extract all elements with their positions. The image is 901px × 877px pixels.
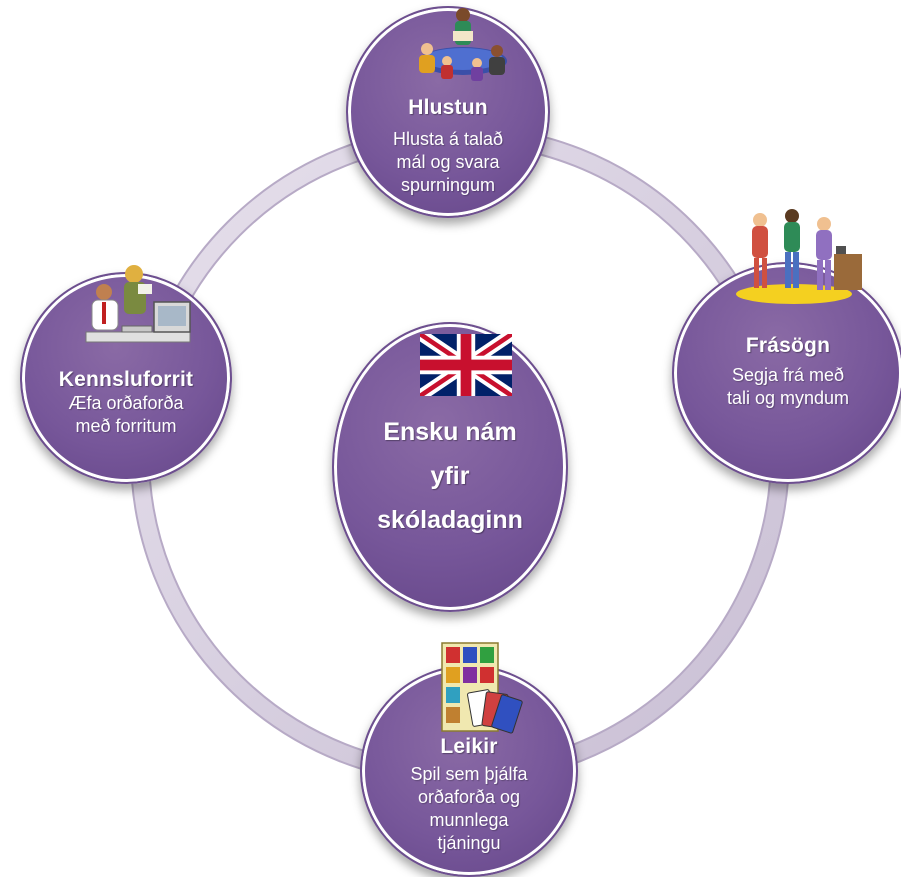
desc-line: mál og svara [396,152,500,172]
office-computer-icon [85,265,191,343]
center-line: yfir [430,462,470,490]
uk-flag-icon [420,334,512,396]
center-title: Ensku nám yfir skóladaginn [334,410,566,542]
desc-line: Segja frá með [731,365,845,385]
desc-line: munnlega [429,810,509,830]
node-description: Spil sem þjálfa orðaforða og munnlega tj… [389,763,549,855]
center-line: skóladaginn [377,506,523,534]
people-talking-icon [736,209,862,304]
desc-line: spurningum [400,175,496,195]
node-title: Frásögn [745,334,831,357]
desc-line: Hlusta á talað [392,129,504,149]
desc-line: með forritum [75,416,177,436]
node-title: Kennsluforrit [58,368,194,391]
desc-line: tjáningu [437,833,501,853]
center-line: Ensku nám [383,418,517,446]
node-description: Æfa orðaforða með forritum [41,392,211,438]
desc-line: orðaforða og [417,787,521,807]
desc-line: Æfa orðaforða [68,393,184,413]
node-description: Hlusta á talað mál og svara spurningum [373,128,523,197]
group-reading-icon [419,8,507,81]
node-title: Leikir [440,735,498,758]
playing-cards-icon [441,642,523,734]
node-hlustun: Hlustun Hlusta á talað mál og svara spur… [346,6,550,218]
node-description: Segja frá með tali og myndum [708,364,868,410]
desc-line: Spil sem þjálfa [410,764,528,784]
node-kennsluforrit: Kennsluforrit Æfa orðaforða með forritum [20,272,232,484]
node-title: Hlustun [408,96,488,119]
desc-line: tali og myndum [726,388,850,408]
